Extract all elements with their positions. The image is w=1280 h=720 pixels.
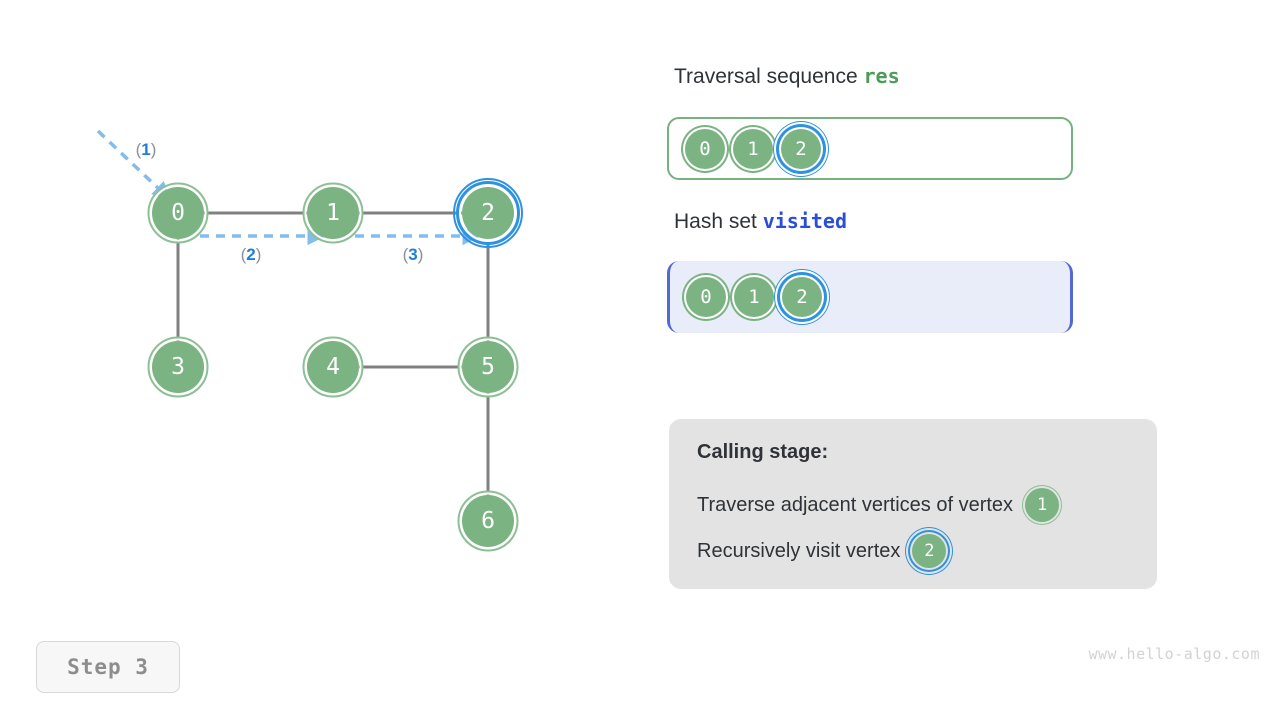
visited-item-1[interactable]: 1 [734, 277, 774, 317]
traversal-arrows [96, 129, 482, 246]
res-title-prefix: Traversal sequence [674, 65, 858, 88]
visited-value-box: 0 1 2 [667, 261, 1073, 333]
dashed-arrow-entry [96, 129, 172, 201]
calling-stage-panel: Calling stage: Traverse adjacent vertice… [669, 419, 1157, 589]
graph-nodes: 0 1 2 [147, 178, 523, 552]
visited-section-title: Hash set visited [674, 209, 847, 234]
site-watermark: www.hello-algo.com [1088, 645, 1260, 663]
res-item-label: 1 [747, 137, 759, 160]
graph-panel: (1) (2) (3) 0 [96, 129, 523, 552]
step-indicator: Step 3 [36, 641, 180, 693]
graph-node-6[interactable]: 6 [457, 490, 519, 552]
graph-node-label-2: 2 [481, 200, 495, 226]
graph-node-label-4: 4 [326, 354, 340, 380]
res-item-label: 2 [795, 137, 807, 160]
calling-stage-line-text: Recursively visit vertex [697, 539, 901, 562]
graph-node-label-3: 3 [171, 354, 185, 380]
res-value-box: 0 1 2 [667, 117, 1073, 180]
visited-title-prefix: Hash set [674, 210, 757, 233]
visited-item-label: 1 [748, 286, 760, 308]
visited-item-2[interactable]: 2 [782, 277, 822, 317]
graph-edges [176, 211, 490, 495]
graph-node-label-6: 6 [481, 508, 495, 534]
arrow-label-3: (3) [403, 245, 424, 264]
graph-node-0[interactable]: 0 [147, 182, 209, 244]
arrow-label-2: (2) [241, 245, 262, 264]
visited-item-label: 0 [700, 286, 712, 308]
graph-node-4[interactable]: 4 [302, 336, 364, 398]
arrow-label-1: (1) [136, 140, 157, 159]
res-item-0[interactable]: 0 [685, 128, 725, 169]
calling-stage-vertex-badge: 2 [912, 534, 947, 568]
visited-variable-name: visited [762, 209, 848, 233]
calling-stage-line-2: Recursively visit vertex 2 [697, 528, 1157, 574]
visited-item-label: 2 [796, 286, 808, 308]
graph-node-label-0: 0 [171, 200, 185, 226]
calling-stage-vertex-label: 2 [924, 541, 935, 561]
res-item-label: 0 [699, 137, 711, 160]
info-panel: Traversal sequence res 0 1 2 Hash set vi… [660, 0, 1280, 720]
graph-svg: (1) (2) (3) 0 [96, 129, 523, 552]
calling-stage-line-text: Traverse adjacent vertices of vertex [697, 493, 1014, 516]
graph-node-3[interactable]: 3 [147, 336, 209, 398]
graph-node-2[interactable]: 2 [453, 178, 523, 248]
res-section-title: Traversal sequence res [674, 64, 900, 89]
res-item-1[interactable]: 1 [733, 128, 773, 169]
graph-node-label-5: 5 [481, 354, 495, 380]
visited-item-0[interactable]: 0 [686, 277, 726, 317]
calling-stage-vertex-badge: 1 [1025, 488, 1060, 522]
graph-node-1[interactable]: 1 [302, 182, 364, 244]
calling-stage-vertex-label: 1 [1036, 495, 1048, 515]
res-variable-name: res [863, 64, 900, 88]
calling-stage-line-1: Traverse adjacent vertices of vertex 1 [697, 482, 1157, 528]
arrow-step-labels: (1) (2) (3) [136, 140, 424, 264]
step-indicator-label: Step 3 [67, 655, 149, 679]
calling-stage-heading: Calling stage: [697, 441, 829, 463]
res-item-2[interactable]: 2 [781, 128, 821, 169]
graph-node-label-1: 1 [326, 200, 340, 226]
graph-node-5[interactable]: 5 [457, 336, 519, 398]
